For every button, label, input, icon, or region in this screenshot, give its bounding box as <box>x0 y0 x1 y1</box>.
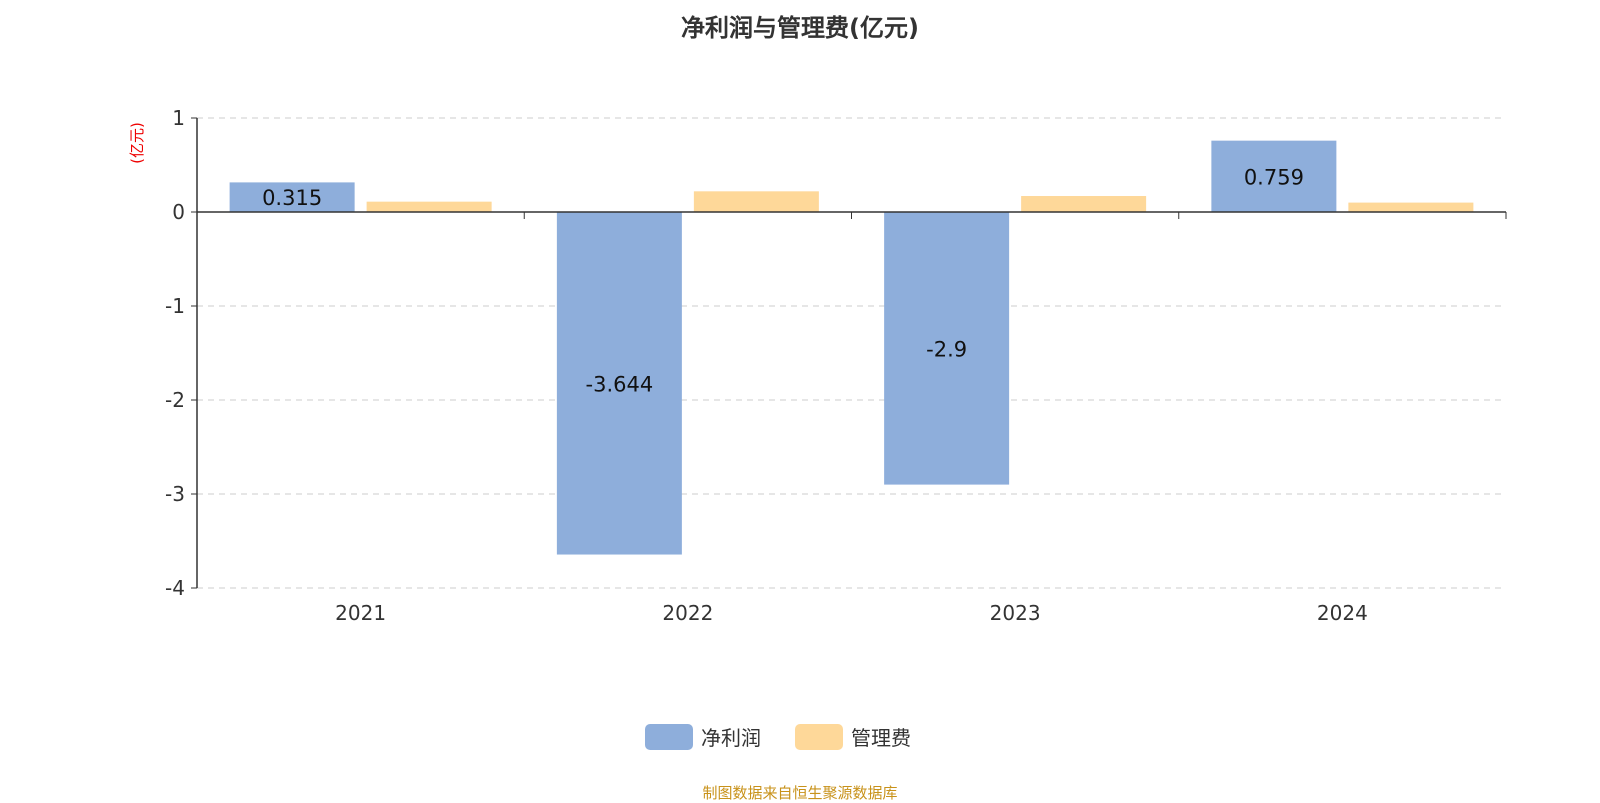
source-note: 制图数据来自恒生聚源数据库 <box>702 784 898 802</box>
legend-item-admin-expense[interactable]: 管理费 <box>795 722 911 751</box>
y-tick-label: 0 <box>172 200 185 224</box>
x-tick-label: 2021 <box>335 601 386 625</box>
legend-label: 管理费 <box>851 726 911 750</box>
bar-admin-expense <box>1348 202 1474 212</box>
bar-admin-expense <box>1021 196 1147 212</box>
data-label: -3.644 <box>586 372 654 396</box>
legend-item-net-profit[interactable]: 净利润 <box>645 722 761 751</box>
y-tick-label: 1 <box>172 106 185 130</box>
bar-net-profit <box>1211 140 1337 212</box>
bar-net-profit <box>229 182 355 212</box>
bar-admin-expense <box>693 191 819 212</box>
x-tick-label: 2024 <box>1317 601 1368 625</box>
y-axis-label: (亿元) <box>128 122 146 164</box>
legend-swatch-net-profit <box>645 723 693 750</box>
y-tick-label: -3 <box>165 482 185 506</box>
legend-swatch-admin-expense <box>795 723 843 750</box>
legend-label: 净利润 <box>701 726 761 750</box>
y-tick-label: -1 <box>165 294 185 318</box>
bar-net-profit <box>884 212 1010 485</box>
y-tick-label: -2 <box>165 388 185 412</box>
y-tick-label: -4 <box>165 576 185 600</box>
chart-title: 净利润与管理费(亿元) <box>681 14 919 42</box>
bar-net-profit <box>556 212 682 555</box>
x-tick-label: 2023 <box>990 601 1041 625</box>
bar-admin-expense <box>366 201 492 212</box>
data-label: 0.759 <box>1244 165 1304 189</box>
data-label: -2.9 <box>926 337 967 361</box>
data-label: 0.315 <box>262 186 322 210</box>
x-tick-label: 2022 <box>662 601 713 625</box>
